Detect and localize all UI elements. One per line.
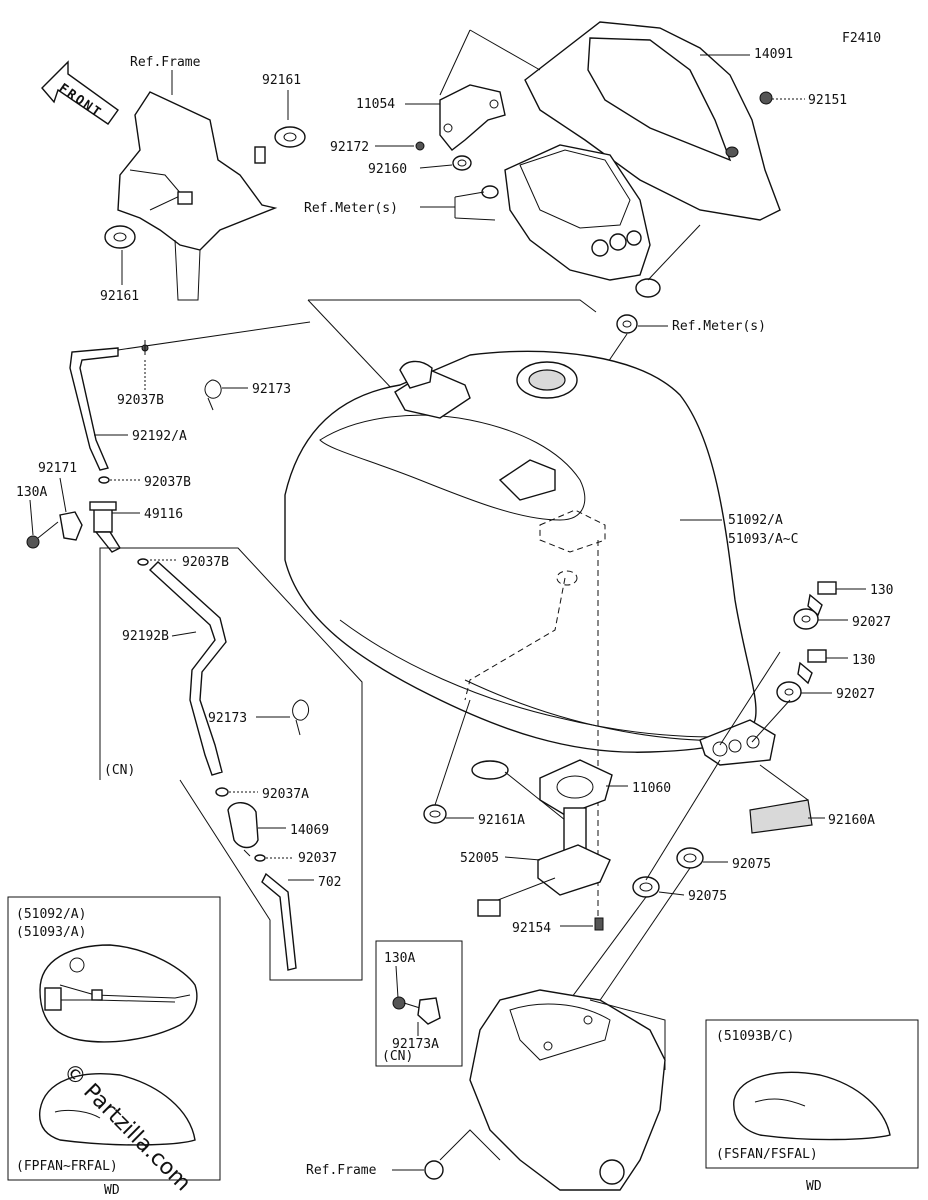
hose-92192A: [69, 347, 119, 471]
inset-left-line1: (51092/A): [16, 907, 86, 922]
label-92173A: 92173A: [392, 1037, 439, 1052]
clamp-92037B-lower: [137, 558, 149, 566]
frame-fragment-top-left: [117, 91, 278, 301]
clamp-92037: [254, 854, 266, 862]
label-92171: 92171: [38, 461, 77, 476]
ref-meters-label-1: Ref.Meter(s): [304, 201, 398, 216]
grommet-92161-top: [254, 126, 306, 164]
label-130-1: 130: [870, 583, 893, 598]
label-92075-1: 92075: [732, 857, 771, 872]
label-92160A: 92160A: [828, 813, 875, 828]
clamp-92173A: [417, 997, 441, 1025]
pad-92160A: [749, 799, 813, 834]
label-92037A: 92037A: [262, 787, 309, 802]
label-92161-top: 92161: [262, 73, 301, 88]
label-92075-2: 92075: [688, 889, 727, 904]
label-49116: 49116: [144, 507, 183, 522]
grommet-92075-upper: [676, 847, 704, 869]
cn-label-1: (CN): [104, 763, 135, 778]
bolt-130-top: [807, 581, 837, 617]
label-11060: 11060: [632, 781, 671, 796]
tank-side-view: [38, 1073, 196, 1146]
inset-right-line1: (51093B/C): [716, 1029, 794, 1044]
gasket-11060: [539, 759, 613, 816]
label-92027-2: 92027: [836, 687, 875, 702]
inset-left-box: [7, 896, 221, 1181]
label-14091: 14091: [754, 47, 793, 62]
label-130-2: 130: [852, 653, 875, 668]
hose-702: [261, 872, 297, 971]
label-14069: 14069: [290, 823, 329, 838]
label-92173-1: 92173: [252, 382, 291, 397]
label-92192B: 92192B: [122, 629, 169, 644]
label-92037B-3: 92037B: [182, 555, 229, 570]
figure-code: F2410: [842, 31, 881, 46]
ref-frame-top-label: Ref.Frame: [130, 55, 201, 70]
label-51092A: 51092/A: [728, 513, 783, 528]
frame-fragment-bottom: [424, 989, 666, 1191]
label-52005: 52005: [460, 851, 499, 866]
bolt-130A-inset: [392, 996, 421, 1010]
valve-49116: [89, 501, 122, 553]
label-92027-1: 92027: [852, 615, 891, 630]
clamp-92037A: [215, 787, 229, 797]
bracket-11054: [439, 84, 506, 151]
fuel-tank-51092: [284, 350, 776, 766]
label-92192A: 92192/A: [132, 429, 187, 444]
tank-top-view: [39, 944, 198, 1043]
inset-left-caption: WD: [104, 1183, 120, 1198]
clamp-92037B-top: [141, 340, 149, 355]
label-92161-bottom: 92161: [100, 289, 139, 304]
grommet-92161-bottom: [104, 225, 136, 249]
bolt-130-bottom: [797, 649, 827, 685]
front-arrow-icon: FRONT: [41, 60, 119, 125]
screw-92151: [759, 91, 773, 105]
clamp-92173-mid: [292, 699, 309, 736]
label-130A-2: 130A: [384, 951, 415, 966]
screw-92172: [415, 141, 425, 151]
hose-92192B: [148, 561, 227, 776]
label-92151: 92151: [808, 93, 847, 108]
label-92173-2: 92173: [208, 711, 247, 726]
label-92160: 92160: [368, 162, 407, 177]
inset-left-variant: (FPFAN~FRFAL): [16, 1159, 118, 1174]
label-11054: 11054: [356, 97, 395, 112]
label-92154: 92154: [512, 921, 551, 936]
label-92037B-2: 92037B: [144, 475, 191, 490]
clamp-92173-top: [204, 379, 222, 411]
inset-right-caption: WD: [806, 1179, 822, 1194]
meter-assembly: [481, 144, 661, 298]
canister-14069: [227, 802, 259, 857]
grommet-92160: [452, 155, 472, 171]
clip-92171: [59, 511, 83, 541]
grommet-92161A: [423, 804, 447, 824]
bolt-130A-left: [26, 521, 59, 549]
label-92037: 92037: [298, 851, 337, 866]
fuel-pump-52005: [471, 760, 611, 917]
ref-frame-bottom-label: Ref.Frame: [306, 1163, 377, 1178]
washer-92027-bottom: [776, 681, 802, 703]
ref-meters-label-2: Ref.Meter(s): [672, 319, 766, 334]
washer-92027-top: [793, 608, 819, 630]
label-92037B-1: 92037B: [117, 393, 164, 408]
tank-side-view-right: [733, 1071, 891, 1141]
label-51093AC: 51093/A~C: [728, 532, 798, 547]
inset-left-line2: (51093/A): [16, 925, 86, 940]
inset-right-variant: (FSFAN/FSFAL): [716, 1147, 818, 1162]
clamp-92037B-mid: [98, 476, 110, 484]
label-92161A: 92161A: [478, 813, 525, 828]
label-702: 702: [318, 875, 341, 890]
label-130A-1: 130A: [16, 485, 47, 500]
grommet-ref-meter: [616, 314, 638, 334]
screw-92154: [594, 917, 604, 931]
inset-cn-box: [375, 940, 463, 1067]
meter-cover-14091: [524, 21, 781, 221]
inset-right-box: [705, 1019, 919, 1169]
cn-label-2: (CN): [382, 1049, 413, 1064]
label-92172: 92172: [330, 140, 369, 155]
